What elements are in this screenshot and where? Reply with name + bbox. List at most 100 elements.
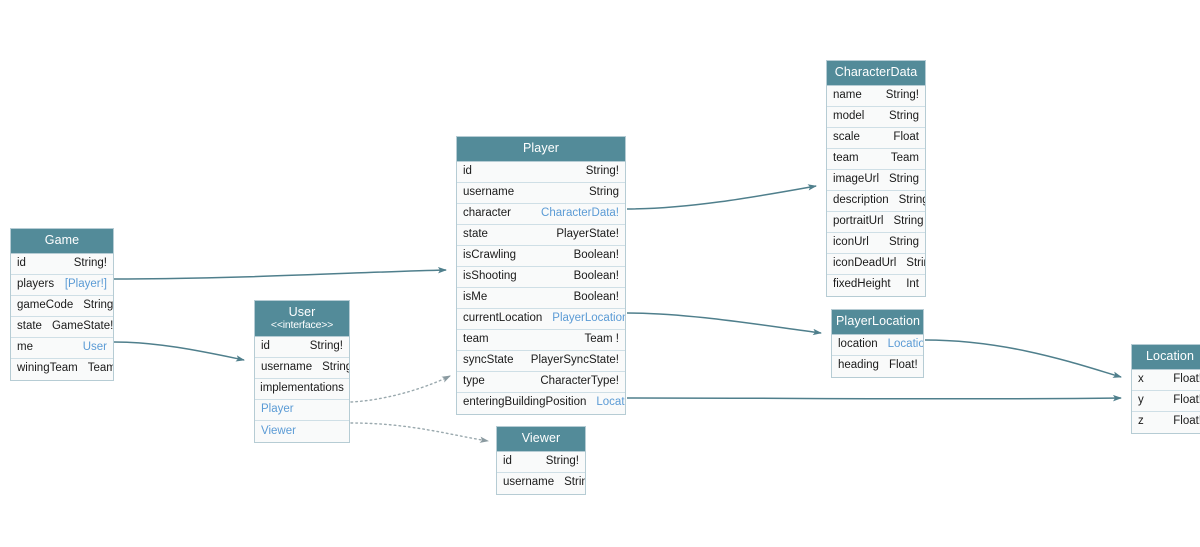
field-row[interactable]: description String — [827, 190, 925, 212]
field-row[interactable]: currentLocation PlayerLocation! — [457, 308, 625, 330]
field-row[interactable]: type CharacterType! — [457, 371, 625, 393]
field-type[interactable]: CharacterData! — [541, 206, 619, 219]
field-row[interactable]: portraitUrl String — [827, 211, 925, 233]
field-row[interactable]: username String — [255, 358, 349, 379]
entity-location-header: Location — [1132, 345, 1200, 370]
field-name: team — [463, 332, 489, 345]
field-row[interactable]: state GameState! — [11, 316, 113, 338]
field-name: username — [261, 361, 313, 374]
field-type[interactable]: PlayerLocation! — [552, 311, 625, 324]
field-row[interactable]: y Float! — [1132, 390, 1200, 412]
field-name: model — [833, 109, 865, 122]
field-row[interactable]: character CharacterData! — [457, 203, 625, 225]
field-type: String! — [585, 164, 619, 177]
entity-player-header: Player — [457, 137, 625, 162]
field-row[interactable]: isCrawling Boolean! — [457, 245, 625, 267]
edge-player-character-characterdata — [626, 184, 817, 210]
field-type: String — [906, 256, 925, 269]
field-type: String — [888, 109, 919, 122]
edge-game-me-user — [113, 341, 245, 362]
field-name: me — [17, 340, 33, 353]
field-row[interactable]: iconDeadUrl String — [827, 253, 925, 275]
field-row[interactable]: me User — [11, 337, 113, 359]
field-row[interactable]: id String! — [11, 253, 113, 275]
field-name: syncState — [463, 353, 514, 366]
field-name: portraitUrl — [833, 214, 884, 227]
field-type[interactable]: Location! — [887, 337, 923, 350]
field-row[interactable]: state PlayerState! — [457, 224, 625, 246]
field-row[interactable]: isShooting Boolean! — [457, 266, 625, 288]
field-type: Float! — [1173, 415, 1200, 428]
field-row[interactable]: team Team ! — [457, 329, 625, 351]
field-row[interactable]: id String! — [457, 161, 625, 183]
entity-user-header: User <<interface>> — [255, 301, 349, 337]
field-name: iconUrl — [833, 235, 869, 248]
field-row[interactable]: iconUrl String — [827, 232, 925, 254]
field-row[interactable]: players [Player!] — [11, 274, 113, 296]
field-row[interactable]: model String — [827, 106, 925, 128]
field-type: PlayerState! — [556, 227, 619, 240]
field-row[interactable]: x Float! — [1132, 369, 1200, 391]
field-type: String! — [73, 256, 107, 269]
field-type[interactable]: User — [82, 340, 107, 353]
implementations-section-header: implementations — [255, 379, 349, 400]
field-name: description — [833, 193, 889, 206]
field-row[interactable]: enteringBuildingPosition Location — [457, 392, 625, 414]
field-row[interactable]: isMe Boolean! — [457, 287, 625, 309]
entity-characterdata-header: CharacterData — [827, 61, 925, 86]
field-name: id — [503, 454, 512, 467]
entity-playerlocation-header: PlayerLocation — [832, 310, 923, 335]
entity-location[interactable]: Location x Float! y Float! z Float! — [1131, 344, 1200, 434]
entity-playerlocation-title: PlayerLocation — [836, 314, 921, 328]
entity-playerlocation[interactable]: PlayerLocation location Location! headin… — [831, 309, 924, 378]
field-row[interactable]: username String — [457, 182, 625, 204]
field-type: String! — [309, 340, 343, 353]
field-name: currentLocation — [463, 311, 543, 324]
implementation-viewer[interactable]: Viewer — [255, 421, 349, 442]
field-row[interactable]: winingTeam Team — [11, 358, 113, 380]
field-name: winingTeam — [17, 362, 78, 375]
entity-viewer-title: Viewer — [521, 431, 561, 445]
field-name: team — [833, 151, 859, 164]
entity-player[interactable]: Player id String! username String charac… — [456, 136, 626, 415]
field-name: scale — [833, 130, 860, 143]
field-row[interactable]: z Float! — [1132, 411, 1200, 433]
field-row[interactable]: fixedHeight Int — [827, 274, 925, 296]
field-type: Team ! — [584, 332, 619, 345]
field-name: id — [463, 164, 472, 177]
field-type: String — [893, 214, 924, 227]
field-row[interactable]: heading Float! — [832, 355, 923, 377]
entity-characterdata[interactable]: CharacterData name String! model String … — [826, 60, 926, 297]
field-row[interactable]: scale Float — [827, 127, 925, 149]
field-type: Float! — [1173, 393, 1200, 406]
entity-characterdata-title: CharacterData — [834, 65, 918, 79]
field-row[interactable]: gameCode String! — [11, 295, 113, 317]
field-row[interactable]: id String! — [255, 337, 349, 358]
field-type: Float — [893, 130, 919, 143]
field-type: Float! — [888, 359, 918, 372]
entity-game-header: Game — [11, 229, 113, 254]
field-type: String — [898, 193, 925, 206]
entity-game[interactable]: Game id String! players [Player!] gameCo… — [10, 228, 114, 381]
implementation-label: Viewer — [261, 424, 296, 437]
field-row[interactable]: id String! — [497, 451, 585, 473]
field-row[interactable]: syncState PlayerSyncState! — [457, 350, 625, 372]
field-type: String — [588, 185, 619, 198]
field-type[interactable]: [Player!] — [64, 277, 107, 290]
field-row[interactable]: name String! — [827, 85, 925, 107]
entity-viewer[interactable]: Viewer id String! username String — [496, 426, 586, 495]
field-type[interactable]: Location — [596, 396, 625, 409]
field-name: state — [17, 319, 42, 332]
section-label: implementations — [260, 382, 344, 395]
field-name: username — [463, 185, 515, 198]
entity-user[interactable]: User <<interface>> id String! username S… — [254, 300, 350, 443]
field-row[interactable]: location Location! — [832, 334, 923, 356]
entity-user-stereotype: <<interface>> — [270, 318, 334, 331]
field-row[interactable]: username String — [497, 472, 585, 494]
field-name: gameCode — [17, 298, 74, 311]
field-type: GameState! — [51, 319, 113, 332]
field-row[interactable]: imageUrl String — [827, 169, 925, 191]
implementation-player[interactable]: Player — [255, 400, 349, 421]
field-name: id — [261, 340, 270, 353]
field-row[interactable]: team Team — [827, 148, 925, 170]
